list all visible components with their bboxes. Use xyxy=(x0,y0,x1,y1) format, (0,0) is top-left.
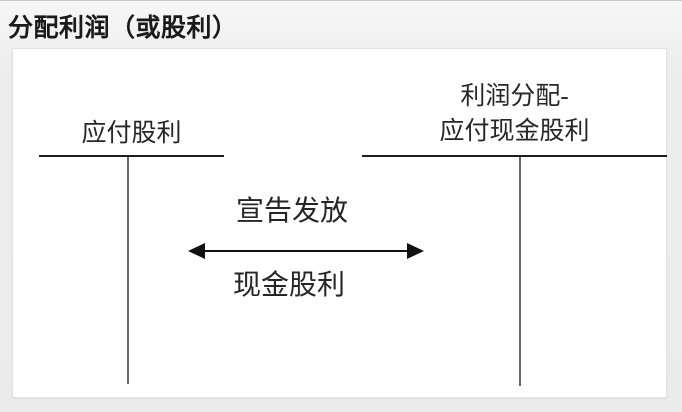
arrow-label-bottom: 现金股利 xyxy=(232,270,345,301)
right-account-label: 利润分配- 应付现金股利 xyxy=(362,79,667,149)
page-title: 分配利润（或股利） xyxy=(8,14,238,42)
right-account-label-line2: 应付现金股利 xyxy=(439,118,590,145)
right-account-label-line1: 利润分配- xyxy=(460,83,569,110)
diagram-panel xyxy=(12,48,667,398)
right-account-top-rule xyxy=(362,155,667,157)
left-account-divider-line xyxy=(127,157,129,384)
left-account-top-rule xyxy=(39,155,224,157)
right-account-divider-line xyxy=(519,157,521,386)
left-account-label: 应付股利 xyxy=(81,120,182,147)
arrow-label-top: 宣告发放 xyxy=(235,196,348,227)
double-headed-arrow-icon xyxy=(188,243,424,259)
